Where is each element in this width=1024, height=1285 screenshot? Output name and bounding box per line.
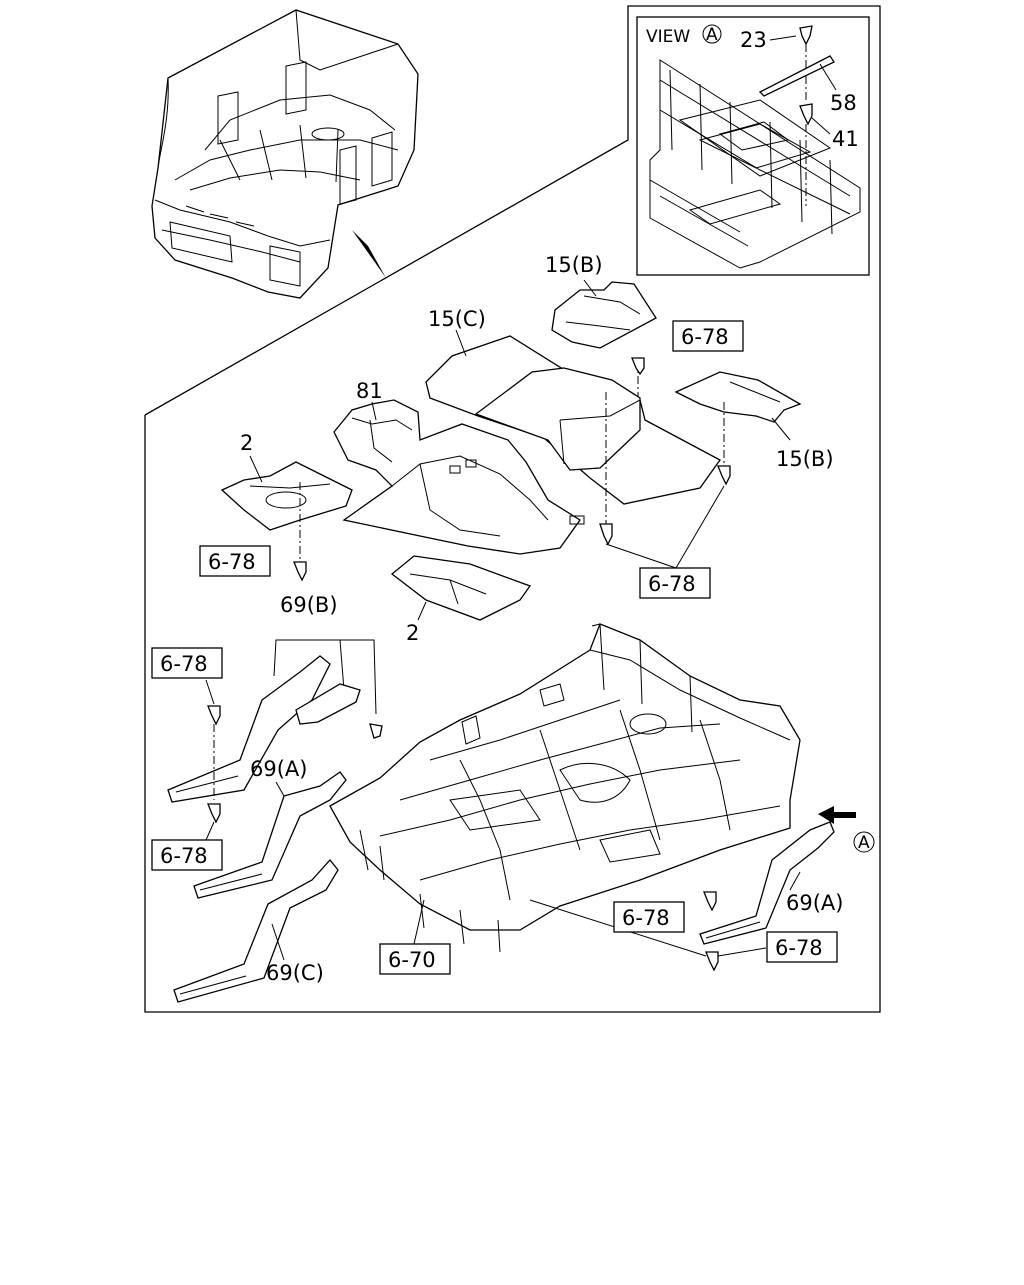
view-label: VIEW <box>646 27 690 47</box>
ref-box-c <box>639 567 711 599</box>
ref-678-e: 6-78 <box>160 844 208 868</box>
callout-2-bottom: 2 <box>406 621 419 645</box>
view-a-marker-letter: A <box>858 833 870 853</box>
step-garnish-69b <box>167 655 331 803</box>
view-marker-letter: A <box>706 25 718 45</box>
floor-mats-group: 15(B) 15(C) 15(B) 81 2 2 <box>220 253 834 645</box>
ref-670: 6-70 <box>388 948 436 972</box>
view-a-marker-circle <box>853 831 875 853</box>
callout-58: 58 <box>830 91 857 115</box>
callout-23: 23 <box>740 28 767 52</box>
ref-box-d <box>151 647 223 679</box>
insulator-2-bottom <box>390 555 532 621</box>
ref-box-h <box>379 943 451 975</box>
callout-69a-left: 69(A) <box>250 757 307 781</box>
clip-mat-left <box>293 561 307 582</box>
ref-678-a: 6-78 <box>681 325 729 349</box>
truck-cab-overview <box>151 9 419 299</box>
callout-41: 41 <box>832 127 859 151</box>
view-a-arrow <box>818 806 856 824</box>
view-direction-arrow <box>352 230 386 278</box>
insulator-15b-right <box>674 371 802 423</box>
callout-15b-right: 15(B) <box>776 447 834 471</box>
ref-box-b <box>199 545 271 577</box>
callout-15c: 15(C) <box>428 307 486 331</box>
callout-69c: 69(C) <box>266 961 324 985</box>
view-marker-circle <box>702 24 722 44</box>
ref-box-e <box>151 839 223 871</box>
ref-678-f: 6-78 <box>622 906 670 930</box>
ref-678-c: 6-78 <box>648 572 696 596</box>
ref-box-a <box>672 320 744 352</box>
insulator-2-left <box>220 461 353 531</box>
ref-678-g: 6-78 <box>775 936 823 960</box>
callout-69b: 69(B) <box>280 593 338 617</box>
callout-2-left: 2 <box>240 431 253 455</box>
cab-floor-structure: A <box>329 623 875 953</box>
diagram-frame <box>144 5 881 1013</box>
callout-15b-top: 15(B) <box>545 253 603 277</box>
view-a-inset: VIEW A 23 58 41 <box>636 16 870 276</box>
ref-678-d: 6-78 <box>160 652 208 676</box>
insulator-15b-top <box>551 281 657 349</box>
step-garnish-69a-left <box>193 771 347 899</box>
ref-678-b: 6-78 <box>208 550 256 574</box>
step-garnish-69b-insert <box>295 683 361 725</box>
weatherstrip-58 <box>758 55 835 97</box>
tunnel-cover-81 <box>333 399 581 555</box>
clip-mat-center <box>599 523 613 546</box>
clip-garnish-1 <box>207 705 221 726</box>
bolt-69b <box>369 723 383 739</box>
clip-23 <box>799 25 813 46</box>
clip-garnish-3 <box>703 891 717 912</box>
clip-mat-right <box>717 465 731 486</box>
step-garnishes-group: 69(B) 69(A) 69(C) 69(A) <box>167 593 843 1003</box>
step-garnish-69c <box>173 858 339 1003</box>
clip-garnish-2 <box>207 803 221 824</box>
clip-41 <box>799 103 813 126</box>
step-garnish-69a-right <box>699 821 835 945</box>
callout-81: 81 <box>356 379 383 403</box>
ref-box-g <box>766 931 838 963</box>
ref-box-f <box>613 901 685 933</box>
clip-garnish-4 <box>705 951 719 972</box>
ref-boxes: 6-78 6-78 6-78 6-78 6-78 6-78 6-78 6-70 <box>151 320 838 975</box>
clip-mat-top <box>631 357 645 376</box>
callout-69a-right: 69(A) <box>786 891 843 915</box>
